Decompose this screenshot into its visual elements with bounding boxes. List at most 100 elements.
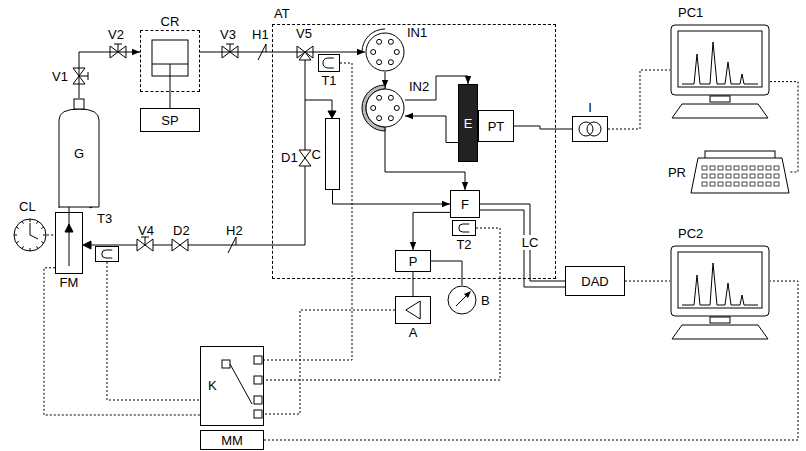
valve-symbol [172,239,180,251]
injection-valve-outline [365,88,405,128]
component-label: A [409,326,418,339]
part-label: V5 [296,27,312,40]
component-label: PC2 [678,227,703,240]
column: C [325,118,340,190]
component-label: T3 [97,212,112,225]
keyboard [672,104,768,118]
flow-line [405,116,458,143]
switch-box: K [200,346,264,426]
computer-stand [710,96,730,102]
temperature-sensor-outline [95,246,119,262]
signal-line [107,262,200,400]
component-label: B [481,294,490,307]
signal-line [44,268,200,415]
component-label: K [208,379,217,392]
component-label: G [74,147,84,160]
clock-symbol-outline [13,218,47,252]
flow-line [431,261,462,285]
component-label: T2 [456,238,471,251]
component-label: T1 [321,74,336,87]
check-valve [228,237,236,253]
pressure-transducer: PT [478,110,514,142]
detector-box: DAD [565,266,625,296]
component-label: AT [274,7,290,20]
signal-line [264,63,352,360]
capillary-tube [480,210,565,287]
computer-monitor-outline [670,245,770,317]
signal-line [625,281,670,282]
printer-symbol: PR [690,150,790,194]
signal-line [264,310,395,414]
temperature-sensor: T2 [452,220,476,236]
component-label: F [461,198,469,211]
extractor-cell: E [458,84,478,162]
part-label: V3 [220,28,236,41]
valve-symbol [137,239,145,251]
part-label: H1 [252,28,269,41]
flow-line [413,272,414,296]
signal-line [47,235,55,236]
flow-line [79,52,140,98]
interface-box-outline [572,116,608,142]
pump-drive-box: SP [140,108,200,132]
computer-monitor: PC2 [670,245,770,317]
component-label: PT [488,120,505,133]
part-label: D2 [173,224,190,237]
temperature-sensor-outline [318,54,340,72]
temperature-sensor-outline [452,220,476,236]
part-label: V1 [52,70,68,83]
part-label: D1 [281,151,298,164]
component-label: C [312,148,321,161]
component-label: FM [60,276,79,289]
component-label: DAD [581,275,608,288]
injection-valve: IN2 [365,88,405,128]
component-label: PC1 [678,6,703,19]
keyboard [672,325,768,339]
component-label: P [409,255,418,268]
signal-line [264,228,500,380]
component-label: CR [161,15,180,28]
flow-line [200,52,365,53]
component-label: PR [668,166,686,179]
component-label: CL [19,200,36,213]
pressure-box: P [395,250,431,272]
component-label: SP [161,114,178,127]
line-label: LC [521,235,540,250]
pressure-gauge-outline [447,285,477,315]
flow-meter: FM [55,212,83,274]
temperature-sensor: T1 [318,54,340,72]
flow-line [333,190,451,204]
injection-valve: IN1 [365,32,405,72]
amplifier-box-outline [395,296,431,324]
injection-valve-outline [365,32,405,72]
thermostat-region: ATT1IN1IN2CEPTFT2P [272,24,556,279]
printer-symbol-outline [690,150,790,194]
component-label: IN1 [407,26,427,39]
switch-terminal [222,360,230,368]
computer-monitor: PC1 [670,24,770,96]
valve-symbol [299,150,311,158]
computer-monitor-outline [670,24,770,96]
part-label: V2 [108,28,124,41]
interface-box: I [572,116,608,142]
computer-stand [710,317,730,323]
flow-line [514,126,572,129]
multimeter-box: MM [200,430,264,450]
pump-housing: CR [140,30,200,92]
component-label: E [464,117,473,130]
flow-line [413,212,450,250]
component-label: IN2 [409,80,429,93]
pressure-gauge: B [447,285,477,315]
amplifier-box: A [395,296,431,324]
flow-arrow [69,204,92,266]
part-label: V4 [138,224,154,237]
flow-line [480,204,565,281]
part-label: H2 [226,224,243,237]
temperature-sensor: T3 [95,246,119,262]
flow-line [385,128,465,190]
component-label: MM [221,434,243,447]
clock-symbol: CL [13,218,47,252]
component-label: I [588,101,592,114]
gas-cylinder: G [58,98,100,208]
flow-cell-box: F [450,190,480,218]
